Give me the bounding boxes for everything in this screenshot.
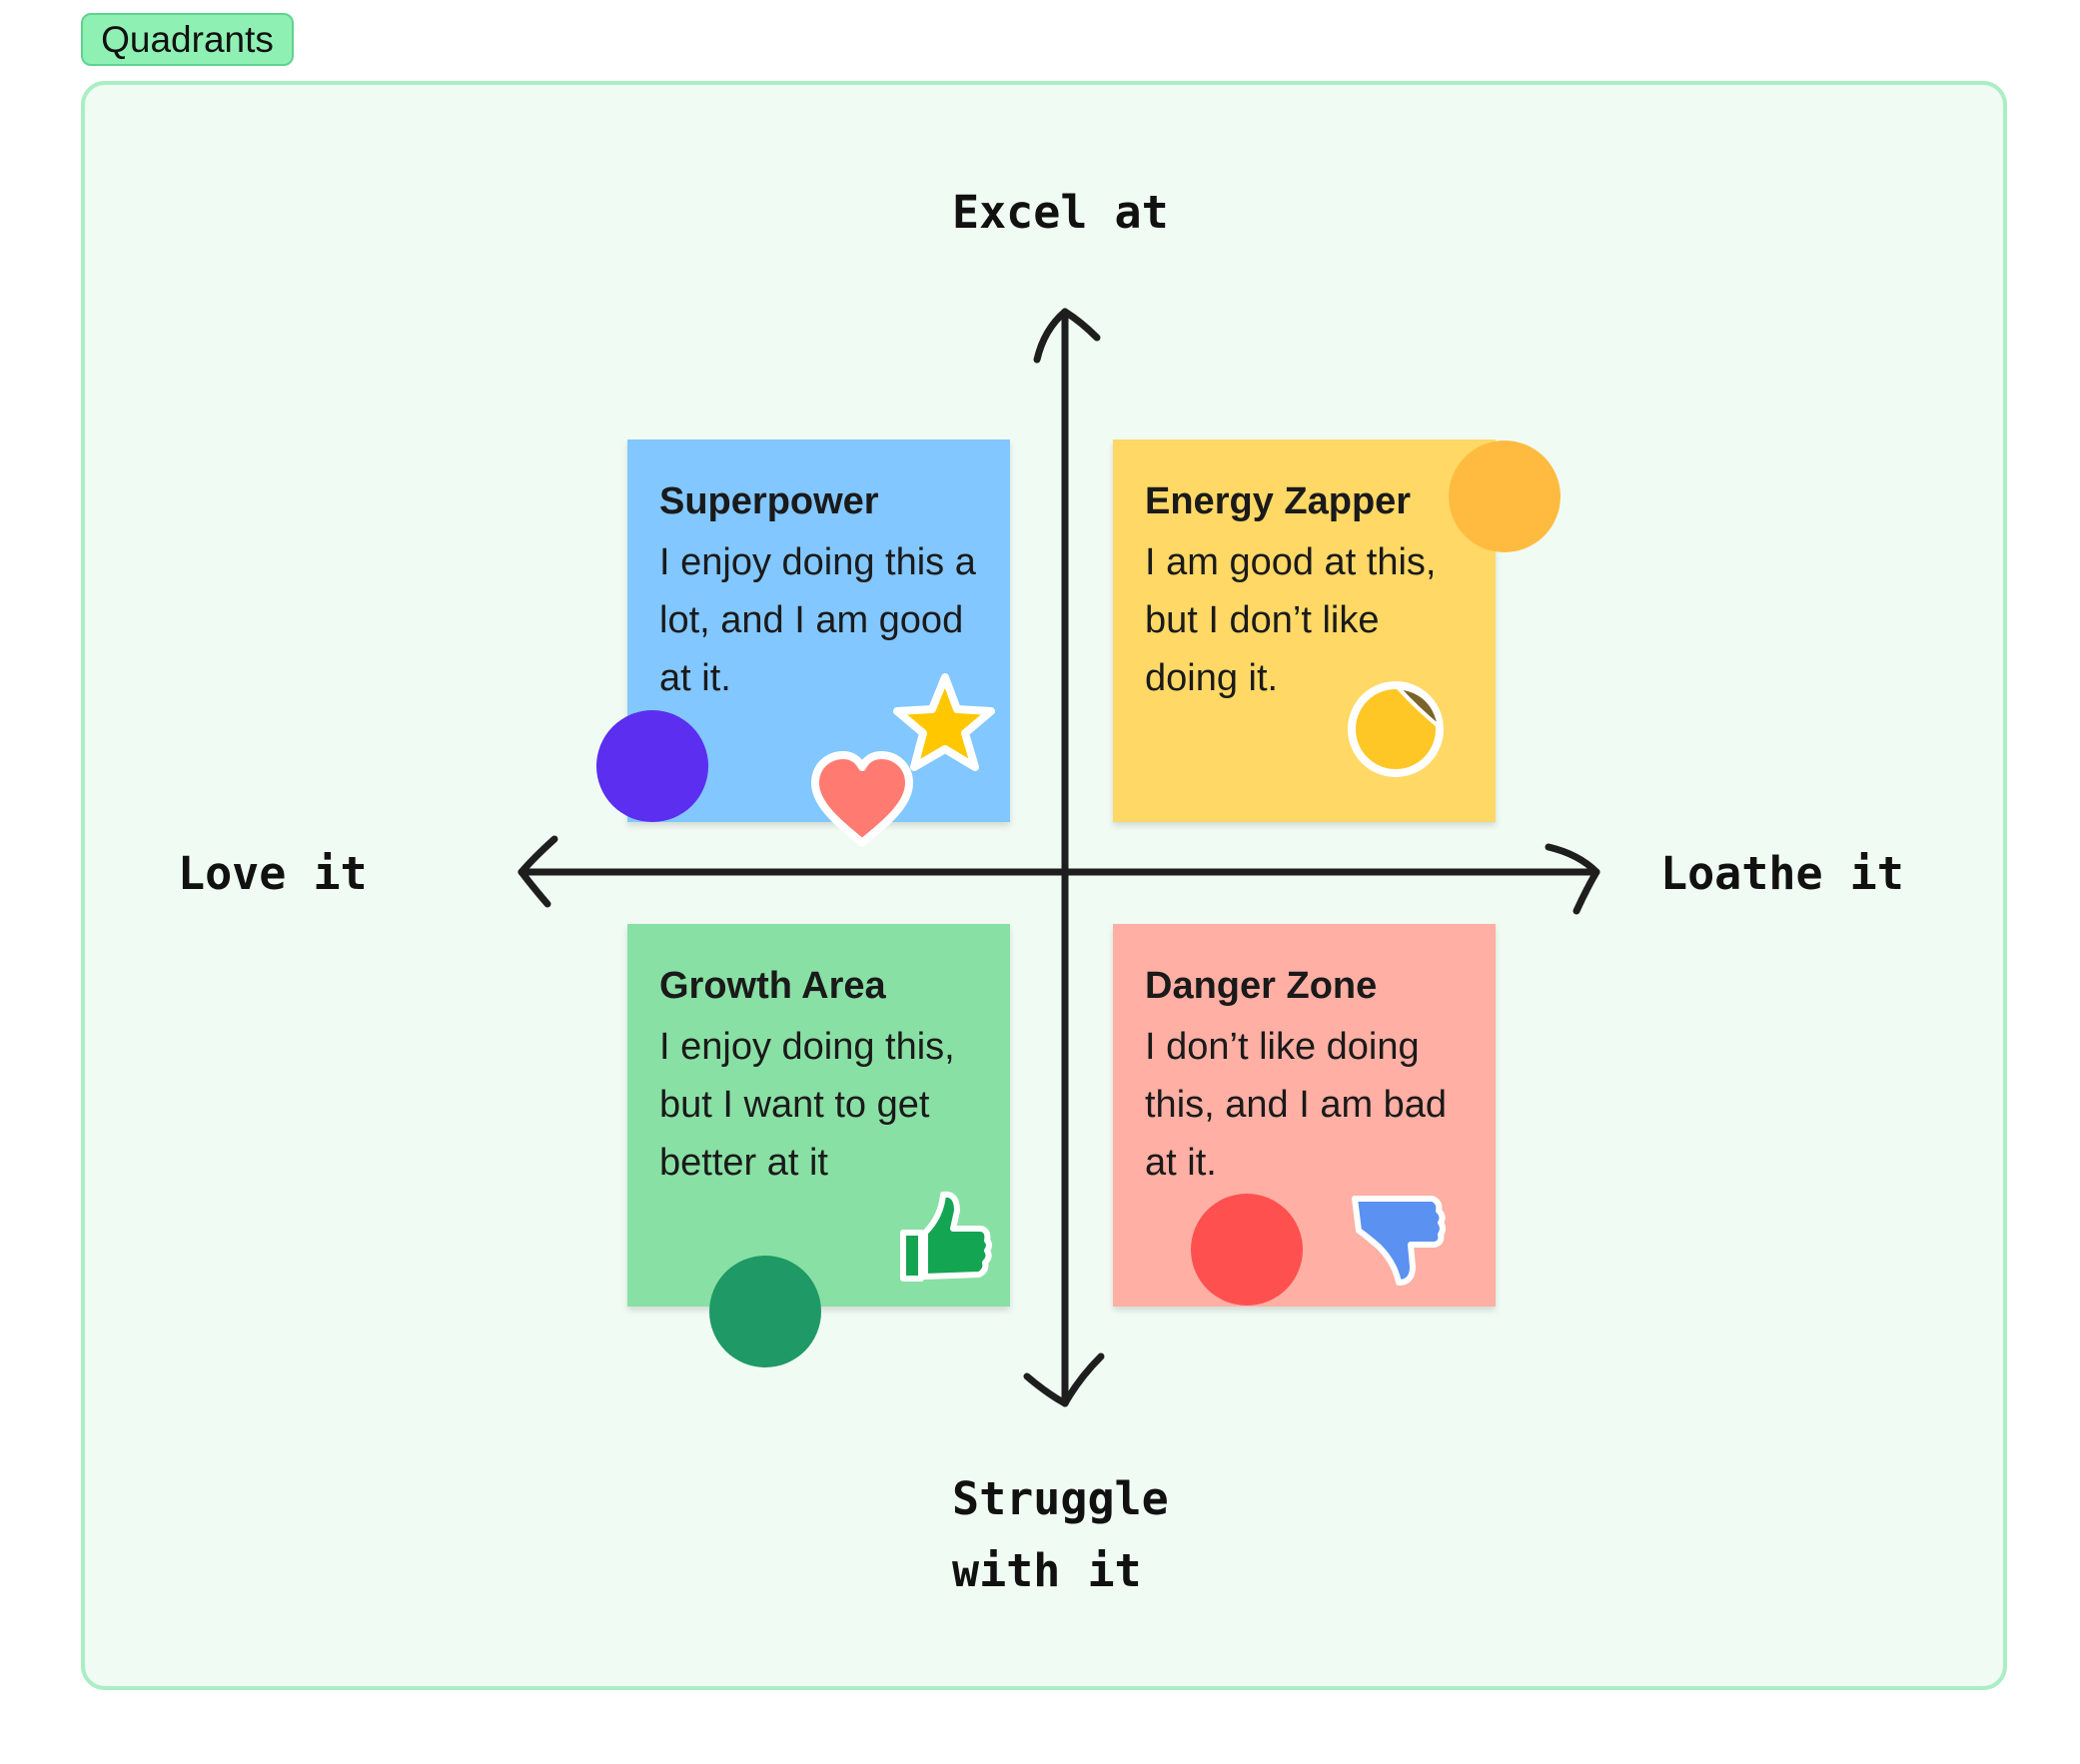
section-tag[interactable]: Quadrants: [81, 13, 294, 66]
note-body: I am good at this, but I don’t like doin…: [1145, 541, 1437, 699]
heart-icon[interactable]: [807, 747, 917, 852]
thumbs-up-icon[interactable]: [895, 1187, 995, 1287]
note-body: I enjoy doing this, but I want to get be…: [659, 1026, 955, 1184]
sticker-peel-icon[interactable]: [1346, 679, 1451, 779]
star-icon[interactable]: [887, 669, 997, 779]
note-title: Danger Zone: [1145, 965, 1378, 1007]
axis-label-struggle-with-it: Struggle with it: [952, 1472, 1169, 1597]
cursor-dot-purple[interactable]: [596, 710, 708, 822]
note-title: Energy Zapper: [1145, 480, 1412, 522]
note-body: I enjoy doing this a lot, and I am good …: [659, 541, 976, 699]
left-arrowhead: [518, 835, 558, 908]
note-title: Superpower: [659, 480, 879, 522]
axis-label-love-it: Love it: [178, 847, 368, 900]
right-arrowhead: [1545, 843, 1600, 915]
cursor-dot-green[interactable]: [709, 1256, 821, 1367]
sticky-note-superpower[interactable]: Superpower I enjoy doing this a lot, and…: [627, 440, 1010, 822]
note-body: I don’t like doing this, and I am bad at…: [1145, 1026, 1448, 1184]
thumbs-down-icon[interactable]: [1349, 1191, 1449, 1291]
down-arrowhead: [1023, 1352, 1105, 1407]
quadrants-frame: [81, 81, 2007, 1690]
up-arrowhead: [1033, 308, 1101, 364]
axis-label-loathe-it: Loathe it: [1660, 847, 1904, 900]
sticky-note-energy-zapper[interactable]: Energy Zapper I am good at this, but I d…: [1113, 440, 1496, 822]
cursor-dot-red[interactable]: [1191, 1194, 1303, 1306]
cursor-dot-orange[interactable]: [1449, 441, 1560, 552]
axis-label-excel-at: Excel at: [952, 186, 1169, 239]
note-title: Growth Area: [659, 965, 886, 1007]
